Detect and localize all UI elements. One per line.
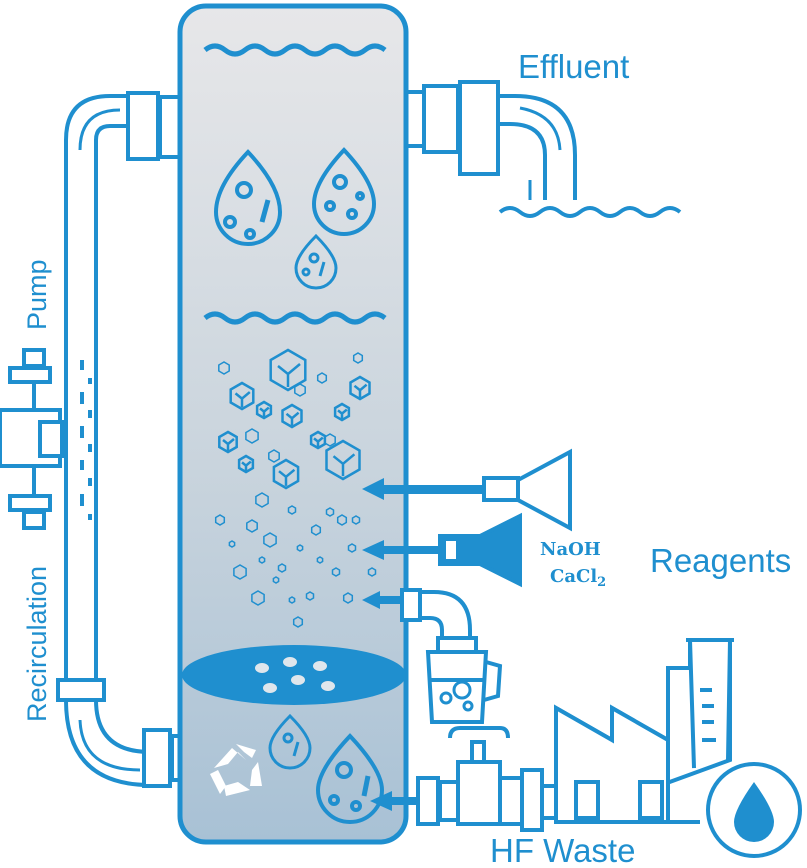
effluent-pipe	[404, 80, 682, 218]
cacl2-label: CaCl2	[550, 566, 606, 590]
crystal-icon	[269, 348, 307, 392]
crystal-icon	[233, 564, 247, 580]
crystal-icon	[305, 591, 315, 601]
arrow-left-icon	[370, 791, 418, 811]
crystal-icon	[309, 430, 327, 450]
crystal-icon	[325, 507, 335, 517]
pump-label: Pump	[22, 259, 52, 330]
crystal-icon	[228, 540, 236, 548]
crystal-icon	[331, 567, 341, 577]
arrow-left-icon	[362, 591, 402, 609]
crystal-icon	[281, 403, 303, 429]
crystal-icon	[367, 567, 377, 577]
faucet-icon	[416, 726, 570, 832]
crystal-icon	[272, 458, 300, 490]
crystal-icon	[263, 532, 277, 548]
bacteria-drop-icon	[315, 733, 385, 824]
beaker-pipe	[400, 588, 472, 640]
naoh-label: NaOH	[540, 539, 601, 560]
pump-icon	[0, 348, 64, 530]
factory-icon	[554, 638, 734, 824]
crystal-icon	[218, 430, 238, 454]
crystal-icon	[218, 361, 230, 375]
crystal-particles	[214, 348, 377, 628]
bacteria-drop-icon	[311, 147, 377, 236]
recycle-icon	[210, 744, 262, 796]
bacteria-drop-icon	[268, 713, 312, 770]
crystal-icon	[245, 428, 259, 444]
crystal-icon	[296, 544, 304, 552]
crystal-icon	[229, 381, 255, 411]
bacteria-drop-icon	[213, 149, 283, 246]
funnel-icon	[482, 448, 572, 532]
crystal-icon	[316, 556, 324, 564]
distributor-plate	[182, 645, 406, 705]
crystal-icon	[288, 596, 296, 604]
beaker-icon	[425, 636, 503, 724]
crystal-icon	[342, 592, 354, 604]
crystal-icon	[255, 492, 269, 508]
bacteria-drop-icon	[294, 233, 338, 290]
recirculation-label: Recirculation	[22, 566, 52, 722]
water-drop-icon	[706, 762, 802, 858]
crystal-icon	[214, 514, 226, 526]
crystal-icon	[316, 372, 328, 384]
hf-waste-label: HF Waste	[490, 832, 635, 868]
effluent-label: Effluent	[518, 48, 629, 85]
crystal-icon	[325, 439, 361, 481]
crystal-icon	[347, 543, 357, 553]
crystal-icon	[292, 616, 304, 628]
crystal-icon	[272, 576, 280, 584]
arrow-left-icon	[362, 478, 484, 500]
crystal-icon	[310, 524, 322, 536]
funnel-filled-icon	[438, 512, 522, 588]
crystal-icon	[251, 590, 265, 606]
crystal-icon	[287, 505, 297, 515]
crystal-icon	[277, 563, 287, 573]
crystal-icon	[333, 402, 351, 422]
crystal-icon	[294, 383, 306, 397]
crystal-icon	[351, 515, 361, 525]
crystal-icon	[352, 352, 364, 364]
crystal-icon	[336, 514, 348, 526]
crystal-icon	[258, 556, 266, 564]
crystal-icon	[268, 449, 280, 463]
crystal-icon	[246, 519, 258, 533]
crystal-icon	[237, 454, 255, 474]
feed-arrows	[362, 478, 484, 811]
reagents-label: Reagents	[650, 542, 791, 579]
crystal-icon	[324, 433, 336, 447]
crystal-icon	[255, 400, 273, 420]
arrow-left-icon	[362, 540, 440, 560]
crystal-icon	[349, 375, 371, 401]
